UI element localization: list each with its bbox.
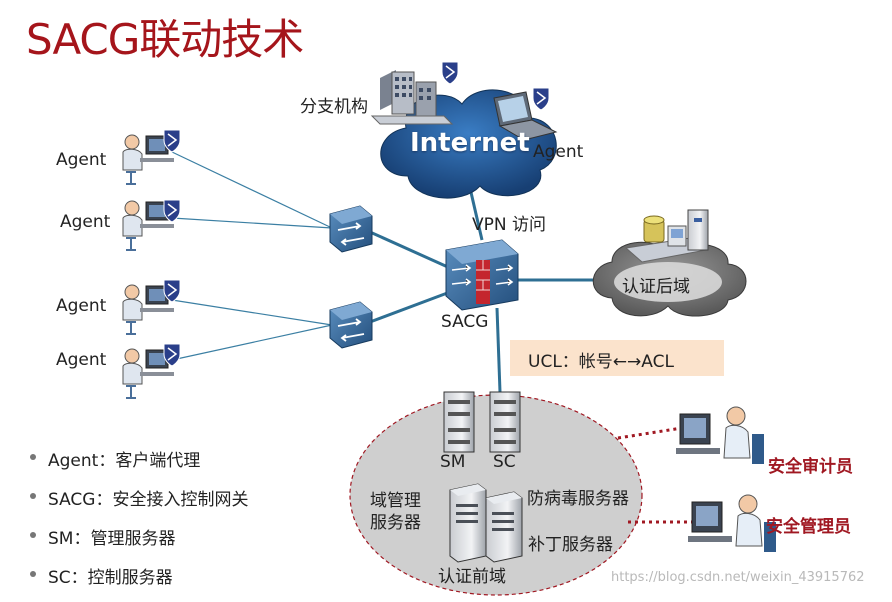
trunk-links [369,187,605,393]
agent-label-3: Agent [56,296,107,316]
link-sacg-sm [495,307,502,393]
shield-icon [163,199,181,223]
ucl-box [510,340,724,376]
server-icon [449,483,487,563]
admin-label: 安全管理员 [766,517,851,537]
link-sacg-internet [468,187,484,241]
agent-label-1: Agent [56,150,107,170]
user-workstation-icon [122,200,174,251]
patch-label: 补丁服务器 [528,535,613,555]
agent-remote-label: Agent [533,142,584,162]
user-workstation-icon [676,406,764,464]
firewall-icon [445,239,519,311]
link-switch1-sacg [369,230,451,270]
server-icon [443,391,475,453]
legend-item: Agent：客户端代理 [28,446,248,485]
link-agent3-switch2 [171,299,333,326]
sc-label: SC [493,452,516,472]
switch-icon [329,205,373,253]
domain-server-label: 域管理 服务器 [370,491,421,533]
legend: Agent：客户端代理 SACG：安全接入控制网关 SM：管理服务器 SC：控制… [28,446,248,602]
server-icon [489,391,521,453]
antivirus-label: 防病毒服务器 [527,489,629,509]
shield-icon [441,61,459,85]
server-icon [485,491,523,563]
building-icon [370,70,454,125]
watermark: https://blog.csdn.net/weixin_43915762 [611,570,865,585]
shield-icon [532,87,550,111]
legend-item: SC：控制服务器 [28,563,248,602]
agent-label-4: Agent [56,350,107,370]
sacg-label: SACG [441,312,489,332]
page-title: SACG联动技术 [26,15,304,64]
link-agent1-switch1 [171,151,333,229]
agent-workstations [122,129,181,399]
laptop-icon [493,91,558,141]
auth-frontend-label: 认证前域 [438,567,506,587]
agent-label-2: Agent [60,212,111,232]
branch-label: 分支机构 [300,97,368,117]
shield-icon [163,343,181,367]
legend-item: SM：管理服务器 [28,524,248,563]
shield-icon [163,129,181,153]
ucl-label: UCL：帐号←→ACL [528,352,674,372]
auth-backend-cloud [592,241,747,317]
link-agent2-switch1 [171,217,333,229]
user-workstation-icon [688,494,776,552]
internet-label: Internet [410,128,530,158]
vpn-label: VPN 访问 [472,215,547,235]
link-auditor [617,426,683,440]
server-icon [624,209,709,263]
auth-backend-label: 认证后域 [622,277,690,297]
user-workstation-icon [122,134,174,185]
sm-label: SM [440,452,466,472]
link-switch2-sacg [369,290,451,324]
user-workstation-icon [122,284,174,335]
link-agent4-switch2 [171,324,333,361]
agent-links [171,151,333,361]
legend-item: SACG：安全接入控制网关 [28,485,248,524]
switch-icon [329,301,373,349]
shield-icon [163,279,181,303]
auditor-label: 安全审计员 [768,457,853,477]
